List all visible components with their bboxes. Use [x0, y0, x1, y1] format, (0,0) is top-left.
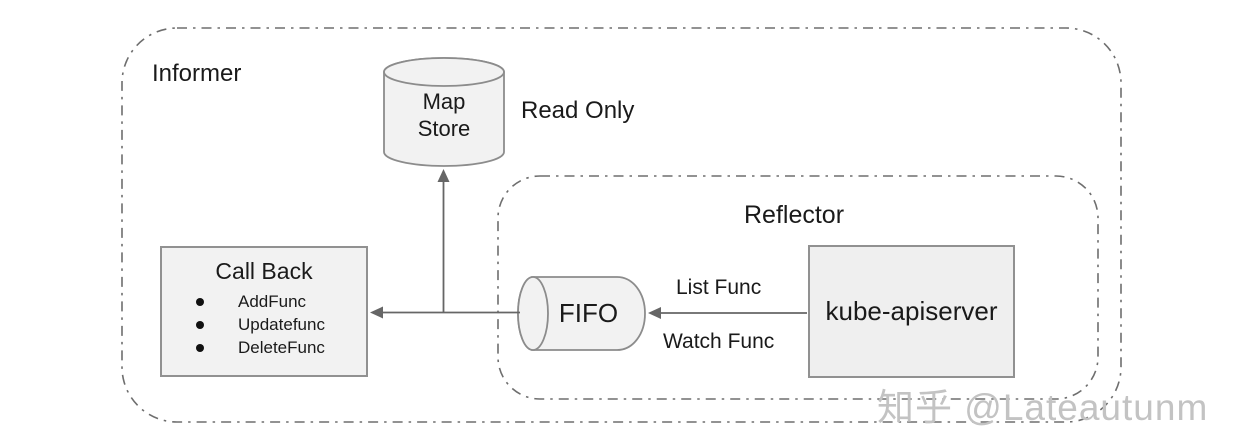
- watch-func-edge-label: Watch Func: [663, 330, 775, 353]
- callback-item: AddFunc: [162, 290, 366, 313]
- map-store-cylinder-top: [383, 57, 505, 87]
- callback-item-label: Updatefunc: [238, 314, 325, 334]
- kube-apiserver-node: kube-apiserver: [808, 245, 1015, 378]
- kube-apiserver-label: kube-apiserver: [825, 296, 998, 326]
- informer-label: Informer: [152, 60, 242, 87]
- callback-node: Call Back AddFunc Updatefunc DeleteFunc: [160, 246, 368, 377]
- callback-title: Call Back: [215, 258, 313, 284]
- bullet-icon: [196, 320, 204, 329]
- callback-item-label: AddFunc: [238, 291, 307, 311]
- fifo-cylinder-cap: [517, 276, 549, 351]
- list-func-edge-label: List Func: [676, 276, 762, 299]
- callback-item: DeleteFunc: [162, 336, 366, 359]
- map-store-label: Map Store: [417, 89, 471, 141]
- fifo-label: FIFO: [558, 298, 619, 328]
- read-only-label: Read Only: [521, 97, 635, 124]
- reflector-container-border: [497, 175, 1099, 400]
- callback-item: Updatefunc: [162, 313, 366, 336]
- watermark: 知乎 @Lateautunm: [877, 387, 1209, 428]
- bullet-icon: [196, 343, 204, 352]
- arrowhead-to-map-store: [437, 169, 450, 182]
- reflector-label: Reflector: [744, 201, 845, 229]
- callback-item-label: DeleteFunc: [238, 337, 325, 357]
- callback-function-list: AddFunc Updatefunc DeleteFunc: [162, 290, 366, 359]
- informer-container-border: [121, 27, 1122, 423]
- arrowhead-fifo-to-callback: [370, 306, 383, 319]
- bullet-icon: [196, 297, 204, 306]
- arrowhead-apiserver-to-fifo: [648, 307, 661, 319]
